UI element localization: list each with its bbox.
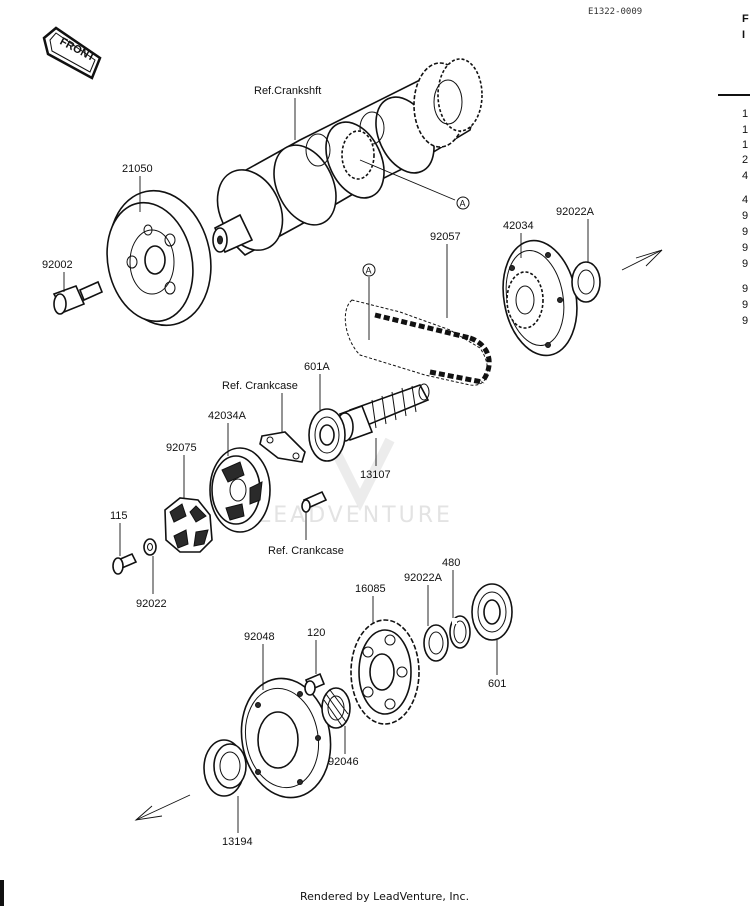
part-92057-chain xyxy=(344,299,492,386)
callout-a-crankshaft: A xyxy=(456,196,470,210)
part-92002-bolt xyxy=(52,280,104,315)
side-digit-4: 2 xyxy=(742,154,748,166)
watermark-text: LEADVENTURE xyxy=(258,503,453,528)
callout-a-crankshaft-letter: A xyxy=(460,199,466,209)
side-digit-2: 1 xyxy=(742,124,748,136)
part-92046-needle-bearing xyxy=(321,687,351,729)
label-601: 601 xyxy=(488,678,506,690)
part-601A-bearing xyxy=(308,408,346,462)
label-16085: 16085 xyxy=(355,583,386,595)
label-ref-crankcase-top: Ref. Crankcase xyxy=(222,380,298,392)
label-92057: 92057 xyxy=(430,231,461,243)
side-header-letter-1: F xyxy=(742,13,749,25)
label-601A: 601A xyxy=(304,361,330,373)
side-digit-3: 1 xyxy=(742,139,748,151)
part-92022A-washer-mid xyxy=(423,624,449,662)
part-13107-shaft xyxy=(336,383,430,442)
side-digit-13: 9 xyxy=(742,315,748,327)
watermark-logo: LEADVENTURE xyxy=(258,437,453,528)
front-badge: FRONT xyxy=(42,26,102,80)
side-digit-11: 9 xyxy=(742,283,748,295)
label-21050: 21050 xyxy=(122,163,153,175)
part-92075-damper xyxy=(164,497,213,553)
label-92046: 92046 xyxy=(328,756,359,768)
part-42034A-housing xyxy=(209,447,271,533)
label-92048: 92048 xyxy=(244,631,275,643)
part-92048-housing xyxy=(240,677,332,799)
part-crankcase-plate xyxy=(259,431,306,463)
label-92075: 92075 xyxy=(166,442,197,454)
margin-mark xyxy=(0,880,4,906)
side-digit-9: 9 xyxy=(742,242,748,254)
callout-a-chain: A xyxy=(362,263,376,277)
label-13194: 13194 xyxy=(222,836,253,848)
part-92022-washer xyxy=(143,538,157,556)
diagram-code: E1322-0009 xyxy=(588,7,642,17)
part-115-bolt xyxy=(112,552,138,575)
label-92022A-mid: 92022A xyxy=(404,572,443,584)
side-panel-fragment: F I 1 1 1 2 4 4 9 9 9 9 9 9 9 xyxy=(718,13,750,327)
label-42034A: 42034A xyxy=(208,410,247,422)
footer-text: Rendered by LeadVenture, Inc. xyxy=(300,890,469,903)
part-92022A-washer-top xyxy=(571,261,601,303)
part-480-snap-ring xyxy=(449,615,471,649)
label-115: 115 xyxy=(110,510,128,522)
label-13107: 13107 xyxy=(360,469,391,481)
label-ref-crankshaft: Ref.Crankshft xyxy=(254,85,321,97)
callout-a-chain-letter: A xyxy=(366,266,372,276)
label-120: 120 xyxy=(307,627,325,639)
part-13194-collar xyxy=(203,739,247,797)
label-92022A-top: 92022A xyxy=(556,206,595,218)
side-digit-10: 9 xyxy=(742,258,748,270)
label-92022: 92022 xyxy=(136,598,167,610)
label-92002: 92002 xyxy=(42,259,73,271)
side-digit-6: 4 xyxy=(742,194,748,206)
part-601-bearing xyxy=(471,583,513,641)
side-digit-8: 9 xyxy=(742,226,748,238)
label-ref-crankcase-bottom: Ref. Crankcase xyxy=(268,545,344,557)
label-480: 480 xyxy=(442,557,460,569)
part-21050-flywheel xyxy=(106,189,212,327)
crankshaft-assembly xyxy=(212,58,483,256)
part-120-bolt xyxy=(304,672,326,696)
side-digit-7: 9 xyxy=(742,210,748,222)
side-header-letter-2: I xyxy=(742,29,745,41)
side-digit-1: 1 xyxy=(742,108,748,120)
side-digit-12: 9 xyxy=(742,299,748,311)
part-42034-sprocket-hub xyxy=(502,239,578,357)
label-42034: 42034 xyxy=(503,220,534,232)
part-16085-gear xyxy=(350,619,420,725)
side-digit-5: 4 xyxy=(742,170,748,182)
